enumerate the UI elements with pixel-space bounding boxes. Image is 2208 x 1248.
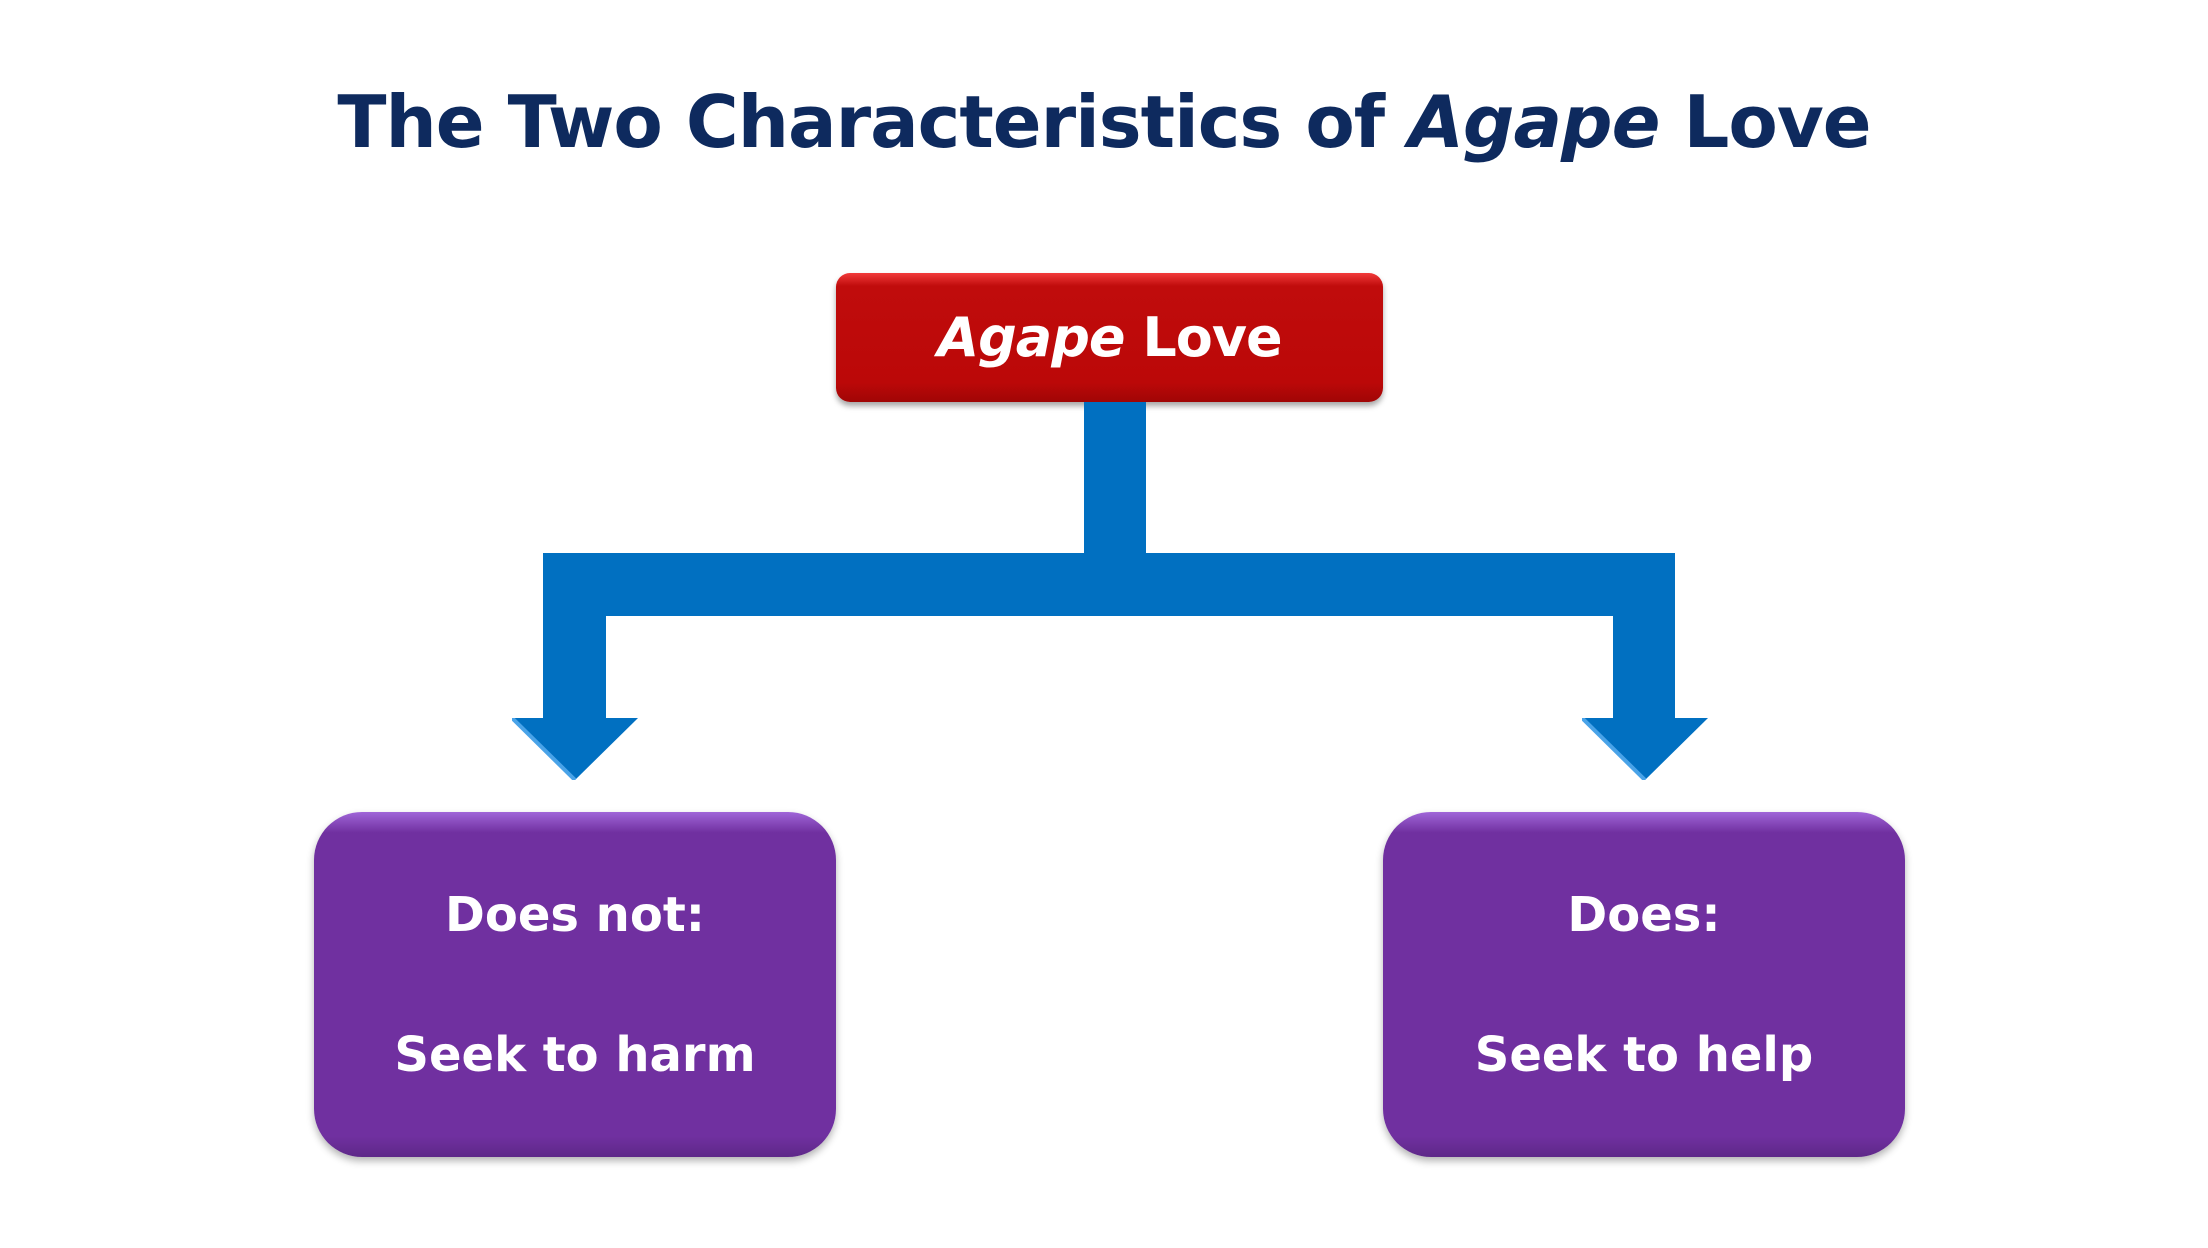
connector-horizontal: [543, 553, 1675, 616]
root-node-agape-love: Agape Love: [836, 273, 1383, 402]
title-italic: Agape: [1408, 80, 1660, 164]
arrowhead-left-icon: [512, 718, 638, 780]
page-title: The Two Characteristics of Agape Love: [0, 80, 2208, 164]
branch-box-does: Does: Seek to help: [1383, 812, 1905, 1157]
branch-text: Seek to help: [1474, 1027, 1814, 1083]
connector-stem: [1084, 402, 1146, 555]
connector-right-drop: [1613, 614, 1675, 720]
branch-heading: Does:: [1567, 887, 1721, 943]
root-italic: Agape: [937, 306, 1125, 369]
root-suffix: Love: [1124, 306, 1282, 369]
connector-left-drop: [543, 614, 606, 720]
branch-text: Seek to harm: [394, 1027, 756, 1083]
arrowhead-right-icon: [1582, 718, 1708, 780]
branch-heading: Does not:: [445, 887, 705, 943]
title-prefix: The Two Characteristics of: [337, 80, 1409, 164]
branch-box-does-not: Does not: Seek to harm: [314, 812, 836, 1157]
title-suffix: Love: [1659, 80, 1871, 164]
